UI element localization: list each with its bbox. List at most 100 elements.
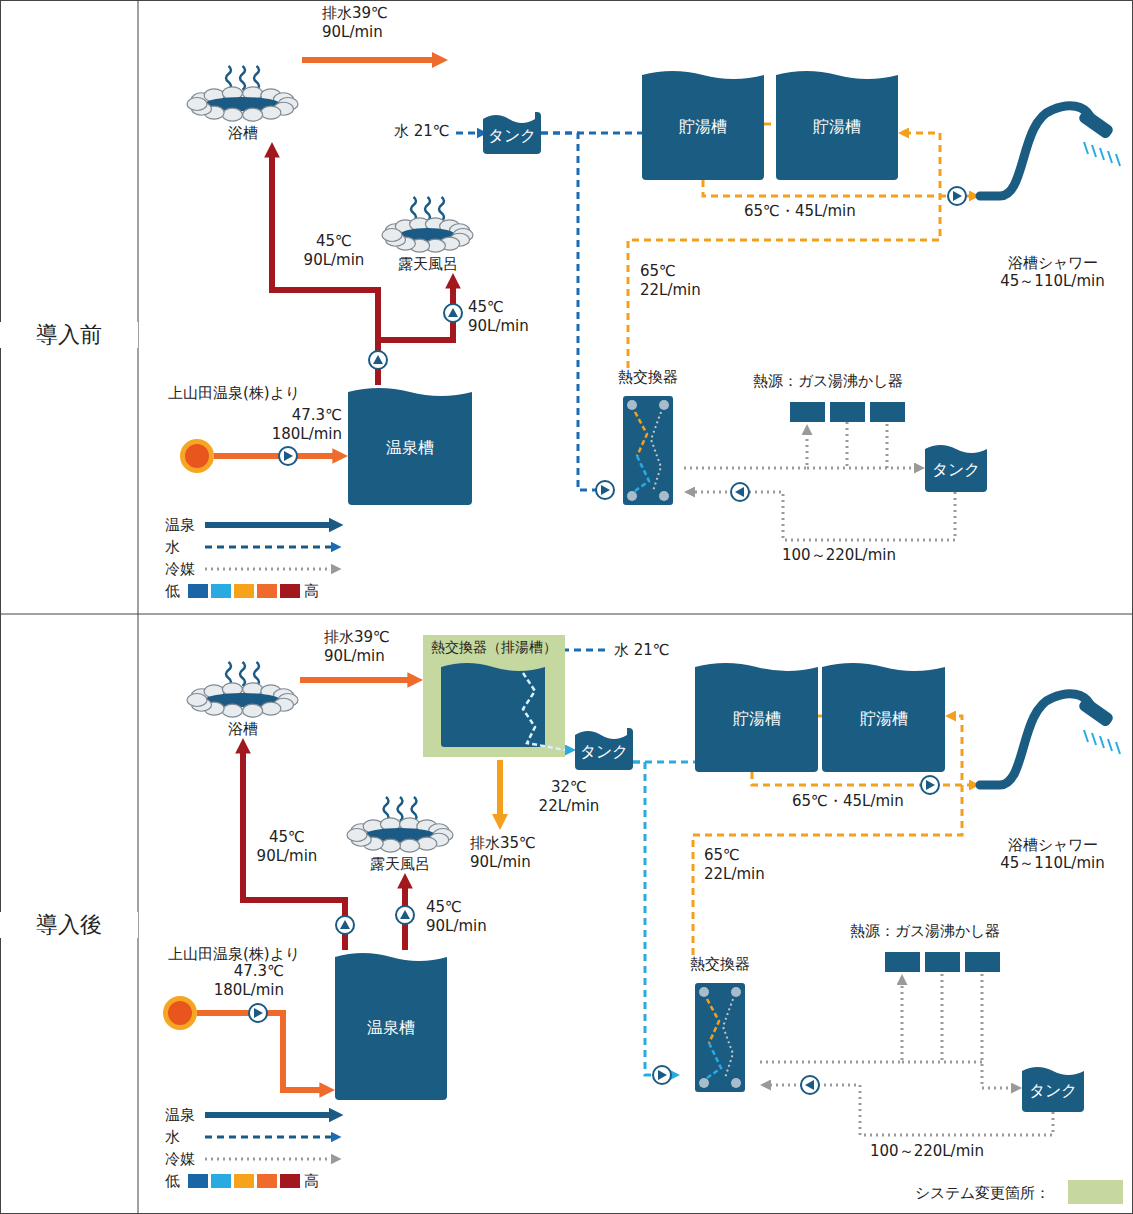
flow-pipe: [982, 974, 1017, 1088]
legend-label: 冷媒: [165, 560, 195, 578]
flow-note: 排水35℃ 90L/min: [470, 834, 550, 872]
flow-pipe: [690, 492, 956, 540]
pump-symbol: [336, 916, 354, 934]
outdoor-bath-icon: 露天風呂: [345, 783, 455, 873]
legend-label: システム変更箇所：: [915, 1184, 1050, 1202]
flow-label: 45℃ 90L/min: [292, 232, 376, 270]
node-label: 貯湯槽: [679, 118, 727, 136]
node-label: タンク: [488, 127, 536, 145]
pump-symbol: [279, 447, 297, 465]
pump-symbol: [444, 304, 462, 322]
source-label: 上山田温泉(株)より: [168, 945, 300, 963]
flow-pipe: [760, 980, 902, 1063]
flow-label: 47.3℃ 180L/min: [252, 406, 344, 444]
flow-pipe: [197, 1013, 327, 1090]
storage-tank: 貯湯槽: [642, 68, 764, 180]
node-label: 45～110L/min: [1000, 854, 1104, 872]
bath-icon: 浴槽: [185, 38, 300, 142]
flow-pipe: [887, 424, 920, 468]
flow-label: 32℃ 22L/min: [532, 778, 606, 816]
flow-label: 45℃ 90L/min: [250, 828, 324, 866]
flow-pipe: [300, 677, 415, 683]
coolant-tank: タンク: [1022, 1064, 1084, 1112]
node-label: 45～110L/min: [1000, 272, 1104, 290]
node-label: 浴槽: [228, 720, 258, 738]
node-label: 貯湯槽: [813, 118, 861, 136]
flow-label: 65℃ 22L/min: [702, 846, 776, 884]
node-label: タンク: [1029, 1082, 1077, 1100]
legend-swatch: [280, 1174, 300, 1188]
spring-source: 上山田温泉(株)より: [180, 439, 214, 473]
water-tank: タンク: [575, 728, 633, 770]
flow-label: 100～220L/min: [868, 1142, 986, 1161]
flow-note: 水 21℃: [392, 122, 452, 141]
flow-pipe: [214, 453, 340, 459]
legend-sample: [205, 1150, 345, 1168]
flow-label: 45℃ 90L/min: [424, 898, 508, 936]
legend-swatch: [188, 1174, 208, 1188]
legend-label: 冷媒: [165, 1150, 195, 1168]
bath-icon: 浴槽: [185, 638, 300, 738]
hx-drawing: [680, 955, 760, 1092]
flow-pipe: [752, 772, 975, 785]
flow-pipe: [272, 150, 378, 385]
row-header: 導入前: [0, 322, 138, 348]
flow-pipe: [764, 123, 776, 126]
legend-label: 高: [304, 1172, 319, 1190]
legend-label: 水: [165, 1128, 180, 1146]
pump-symbol: [948, 187, 966, 205]
water-tank: タンク: [483, 112, 541, 154]
flow-note: 排水39℃ 90L/min: [322, 4, 402, 42]
pump-symbol: [731, 483, 749, 501]
gas-heater-group: 熱源：ガス湯沸かし器: [745, 372, 910, 424]
gas-heater-group: 熱源：ガス湯沸かし器: [840, 922, 1010, 974]
legend-swatch: [280, 584, 300, 598]
legend-label: 低: [165, 1172, 180, 1190]
storage-tank: 貯湯槽: [776, 68, 898, 180]
node-label: 温泉槽: [367, 1019, 415, 1037]
node-label: 熱源：ガス湯沸かし器: [753, 372, 903, 390]
water-inlet: [456, 132, 482, 135]
shower-icon: 浴槽シャワー45～110L/min: [980, 92, 1125, 290]
flow-label: 65℃ 22L/min: [638, 262, 712, 300]
node-label: 温泉槽: [386, 439, 434, 457]
pump-symbol: [249, 1004, 267, 1022]
legend-swatch: [1068, 1180, 1123, 1204]
pump-symbol: [369, 351, 387, 369]
flow-label: 65℃・45L/min: [790, 792, 906, 811]
node-label: 貯湯槽: [733, 710, 781, 728]
pump-symbol: [653, 1066, 671, 1084]
drain-arrow: [497, 760, 503, 822]
legend-sample: [205, 1106, 345, 1124]
legend-label: 低: [165, 582, 180, 600]
legend-label: 温泉: [165, 1106, 195, 1124]
storage-tank: 貯湯槽: [822, 660, 945, 772]
pump-symbol: [396, 906, 414, 924]
coolant-tank: タンク: [925, 442, 987, 492]
pump-symbol: [801, 1076, 819, 1094]
flow-pipe: [633, 762, 675, 1075]
drain-arrow: [302, 57, 440, 63]
node-label: タンク: [932, 461, 980, 479]
flow-pipe: [541, 133, 607, 490]
node-label: 浴槽シャワー: [1008, 836, 1098, 854]
flow-pipe: [378, 281, 453, 385]
flow-note: 水 21℃: [612, 641, 672, 660]
legend-label: 高: [304, 582, 319, 600]
drain-heat-exchanger: 熱交換器（排湯槽）: [423, 635, 565, 757]
spring-tank: 温泉槽: [335, 950, 447, 1100]
flow-label: 47.3℃ 180L/min: [200, 962, 286, 1000]
legend-label: 温泉: [165, 516, 195, 534]
legend-sample: [205, 560, 345, 578]
node-label: 熱交換器: [618, 368, 678, 386]
flow-label: 45℃ 90L/min: [466, 298, 550, 336]
legend-sample: [205, 538, 345, 556]
plate-heat-exchanger: 熱交換器: [612, 368, 684, 505]
legend-label: 水: [165, 538, 180, 556]
spring-source: 上山田温泉(株)より: [163, 996, 197, 1030]
flow-pipe: [684, 430, 807, 469]
flow-pipe: [243, 746, 345, 950]
hx-drawing: [612, 368, 684, 505]
